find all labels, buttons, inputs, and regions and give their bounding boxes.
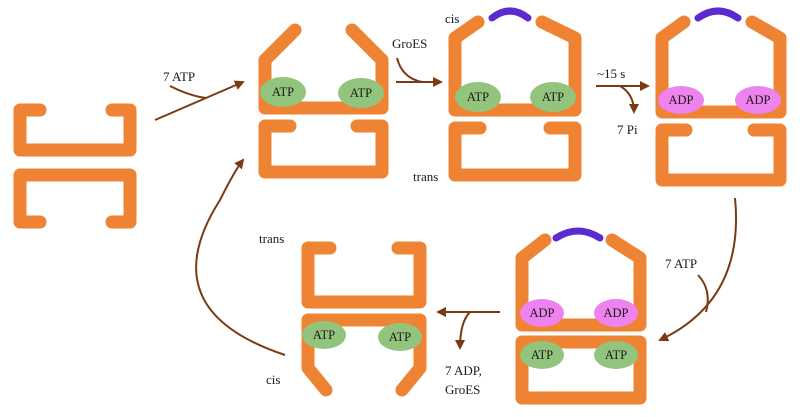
groes-lid [694,7,742,22]
labels: 7 ATP GroES cis trans ~15 s 7 Pi 7 ATP 7… [163,11,697,397]
adp-label: ADP [745,93,770,107]
atp-oval [302,321,346,349]
label-groes-release: GroES [445,382,480,397]
label-7-atp-binding: 7 ATP [163,69,195,84]
label-trans-bottom: trans [259,231,284,246]
groel-atp-bound: ATP ATP [258,23,389,179]
arrow-atp-trans-binding [658,197,737,342]
label-time: ~15 s [597,66,625,81]
atp-label: ATP [605,348,627,362]
atp-bound-lower-ring [258,119,389,179]
atp-label: ATP [542,90,564,104]
groes-lid [488,7,532,22]
adp-oval [594,299,638,327]
groes-lid [552,227,604,242]
arrow-atp-trans-input [697,274,709,313]
atp-oval [520,341,564,369]
adp-oval [658,86,704,114]
trans-ring [515,335,647,405]
adp-label: ADP [668,93,693,107]
atp-label: ATP [467,90,489,104]
atp-label: ATP [350,86,372,100]
arrow-pi-release [619,85,639,114]
atp-oval [260,77,306,107]
label-cis-top: cis [445,11,459,26]
adp-label: ADP [603,306,628,320]
arrow-release-output [455,311,471,350]
label-7-pi: 7 Pi [617,122,638,137]
trans-ring [448,121,582,182]
adp-oval [520,299,564,327]
arrow-return [195,158,286,356]
atp-bound-upper-ring [258,23,389,115]
adp-oval [735,86,781,114]
label-7-atp-trans: 7 ATP [665,256,697,271]
atp-oval [530,82,576,112]
reaction-arrows [154,57,737,356]
groel-flipped-atp: ATP ATP [301,241,427,397]
label-trans-top: trans [413,169,438,184]
groel-groes-adp: ADP ADP [655,7,787,187]
atp-oval [338,78,384,108]
adp-label: ADP [529,306,554,320]
label-7-adp: 7 ADP, [445,363,482,378]
cis-ring [448,15,582,117]
arrow-groes-input [396,57,423,83]
atp-oval [455,82,501,112]
groel-adp-atp: ADP ADP ATP ATP [515,227,647,405]
atp-oval [378,323,422,351]
atp-label: ATP [531,348,553,362]
trans-ring [655,123,787,187]
cis-ring [515,233,647,332]
atp-oval [594,341,638,369]
label-groes: GroES [392,36,427,51]
trans-ring-top [301,241,427,309]
groel-apo [13,103,137,229]
arrow-atp-input [169,85,207,99]
label-cis-bottom: cis [266,372,280,387]
groel-groes-atp: ATP ATP [448,7,582,182]
atp-label: ATP [313,328,335,342]
arrow-atp-binding [154,80,245,121]
cis-ring [655,15,787,119]
apo-upper-ring [13,103,137,157]
apo-lower-ring [13,168,137,229]
atp-label: ATP [389,330,411,344]
atp-label: ATP [272,85,294,99]
